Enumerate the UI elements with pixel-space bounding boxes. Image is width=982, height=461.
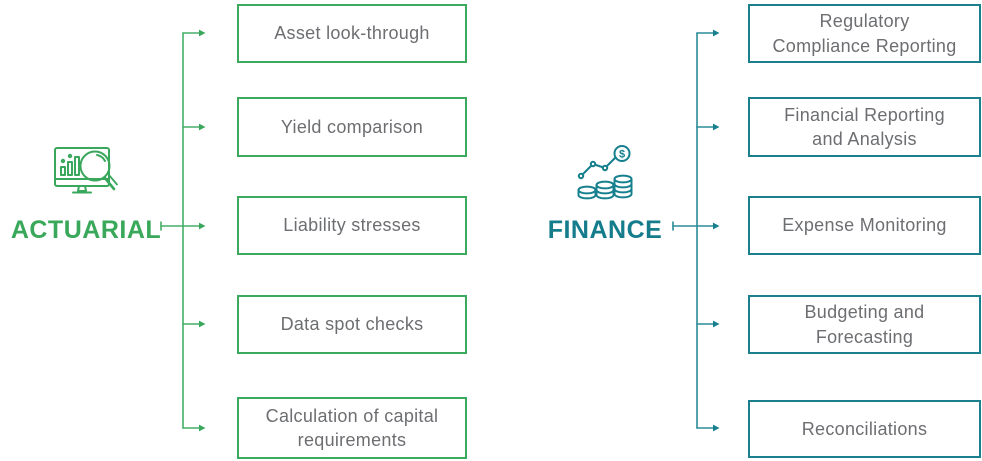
finance-title: FINANCE bbox=[547, 216, 663, 244]
actuarial-section-label: ACTUARIAL bbox=[10, 144, 162, 245]
finance-item-box: Regulatory Compliance Reporting bbox=[748, 4, 981, 63]
coin-stacks-growth-chart-icon: $ bbox=[573, 144, 637, 209]
actuarial-item-box: Asset look-through bbox=[237, 4, 467, 63]
svg-text:$: $ bbox=[619, 149, 625, 161]
actuarial-item-box: Yield comparison bbox=[237, 97, 467, 157]
finance-item-box: Expense Monitoring bbox=[748, 196, 981, 255]
actuarial-connector-lines bbox=[160, 29, 206, 432]
actuarial-item-box: Calculation of capital requirements bbox=[237, 397, 467, 459]
finance-item-box: Reconciliations bbox=[748, 400, 981, 458]
actuarial-item-box: Liability stresses bbox=[237, 196, 467, 255]
finance-item-box: Financial Reporting and Analysis bbox=[748, 97, 981, 157]
actuarial-title: ACTUARIAL bbox=[10, 216, 162, 244]
finance-section-label: $ FINANCE bbox=[538, 144, 672, 245]
finance-item-box: Budgeting and Forecasting bbox=[748, 295, 981, 354]
monitor-chart-magnifier-icon bbox=[49, 144, 123, 209]
finance-connector-lines bbox=[672, 29, 720, 432]
actuarial-item-box: Data spot checks bbox=[237, 295, 467, 354]
